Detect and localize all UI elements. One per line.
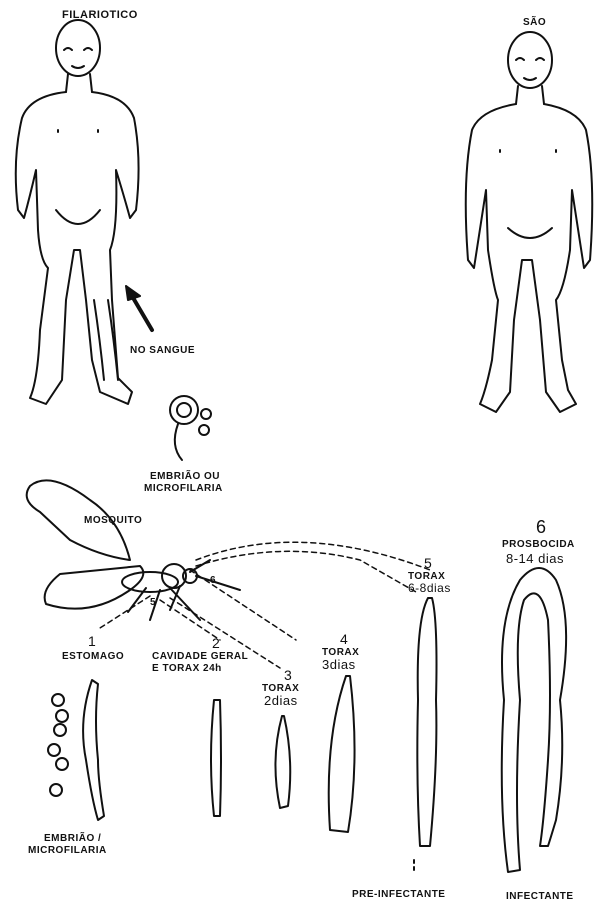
- stage4-larva: [329, 676, 355, 832]
- stage2-larva: [211, 700, 221, 816]
- label-sao: SÃO: [523, 18, 546, 29]
- label-infectante: INFECTANTE: [506, 892, 574, 903]
- arrow-head: [126, 286, 140, 300]
- stage4-number: 4: [340, 632, 348, 647]
- stage3-larva: [275, 716, 290, 808]
- label-microfilaria-top: MICROFILARIA: [144, 484, 223, 495]
- mosquito-drawing: [27, 480, 240, 620]
- label-embriao-ou: EMBRIÃO OU: [150, 472, 220, 483]
- label-no-sangue: NO SANGUE: [130, 346, 195, 357]
- healthy-human-figure: [466, 32, 593, 412]
- label-pre-infectante: PRE-INFECTANTE: [352, 890, 445, 901]
- stage4-label-b: 3dias: [322, 658, 356, 672]
- stage2-label-a: CAVIDADE GERAL: [152, 652, 248, 663]
- stage2-label-b: E TORAX 24h: [152, 664, 222, 675]
- stage3-label-b: 2dias: [264, 694, 298, 708]
- stage6-larva: [502, 568, 566, 872]
- label-microfilaria-bottom: MICROFILARIA: [28, 846, 107, 857]
- stage5-number: 5: [424, 556, 432, 571]
- stage6-label-b: 8-14 dias: [506, 552, 564, 566]
- stage1-label: ESTOMAGO: [62, 652, 124, 663]
- arrow-to-leg: [132, 296, 152, 330]
- stage5-larva: [417, 598, 436, 846]
- mosquito-mark-5: 5: [150, 598, 156, 609]
- stage6-number: 6: [536, 518, 547, 537]
- infected-human-figure: [16, 20, 139, 404]
- stage1-number: 1: [88, 634, 96, 649]
- stage2-number: 2: [212, 636, 220, 651]
- stage6-label-a: PROSBOCIDA: [502, 540, 575, 551]
- microfilaria-coil: [170, 396, 211, 460]
- label-filariotico: FILARIOTICO: [62, 10, 138, 22]
- label-embriao-bottom: EMBRIÃO /: [44, 834, 101, 845]
- mosquito-mark-6: 6: [210, 576, 216, 587]
- stage3-number: 3: [284, 668, 292, 683]
- stage1-embryos: [48, 680, 104, 820]
- label-mosquito: MOSQUITO: [84, 516, 142, 527]
- stage5-label-b: 6-8dias: [408, 582, 451, 595]
